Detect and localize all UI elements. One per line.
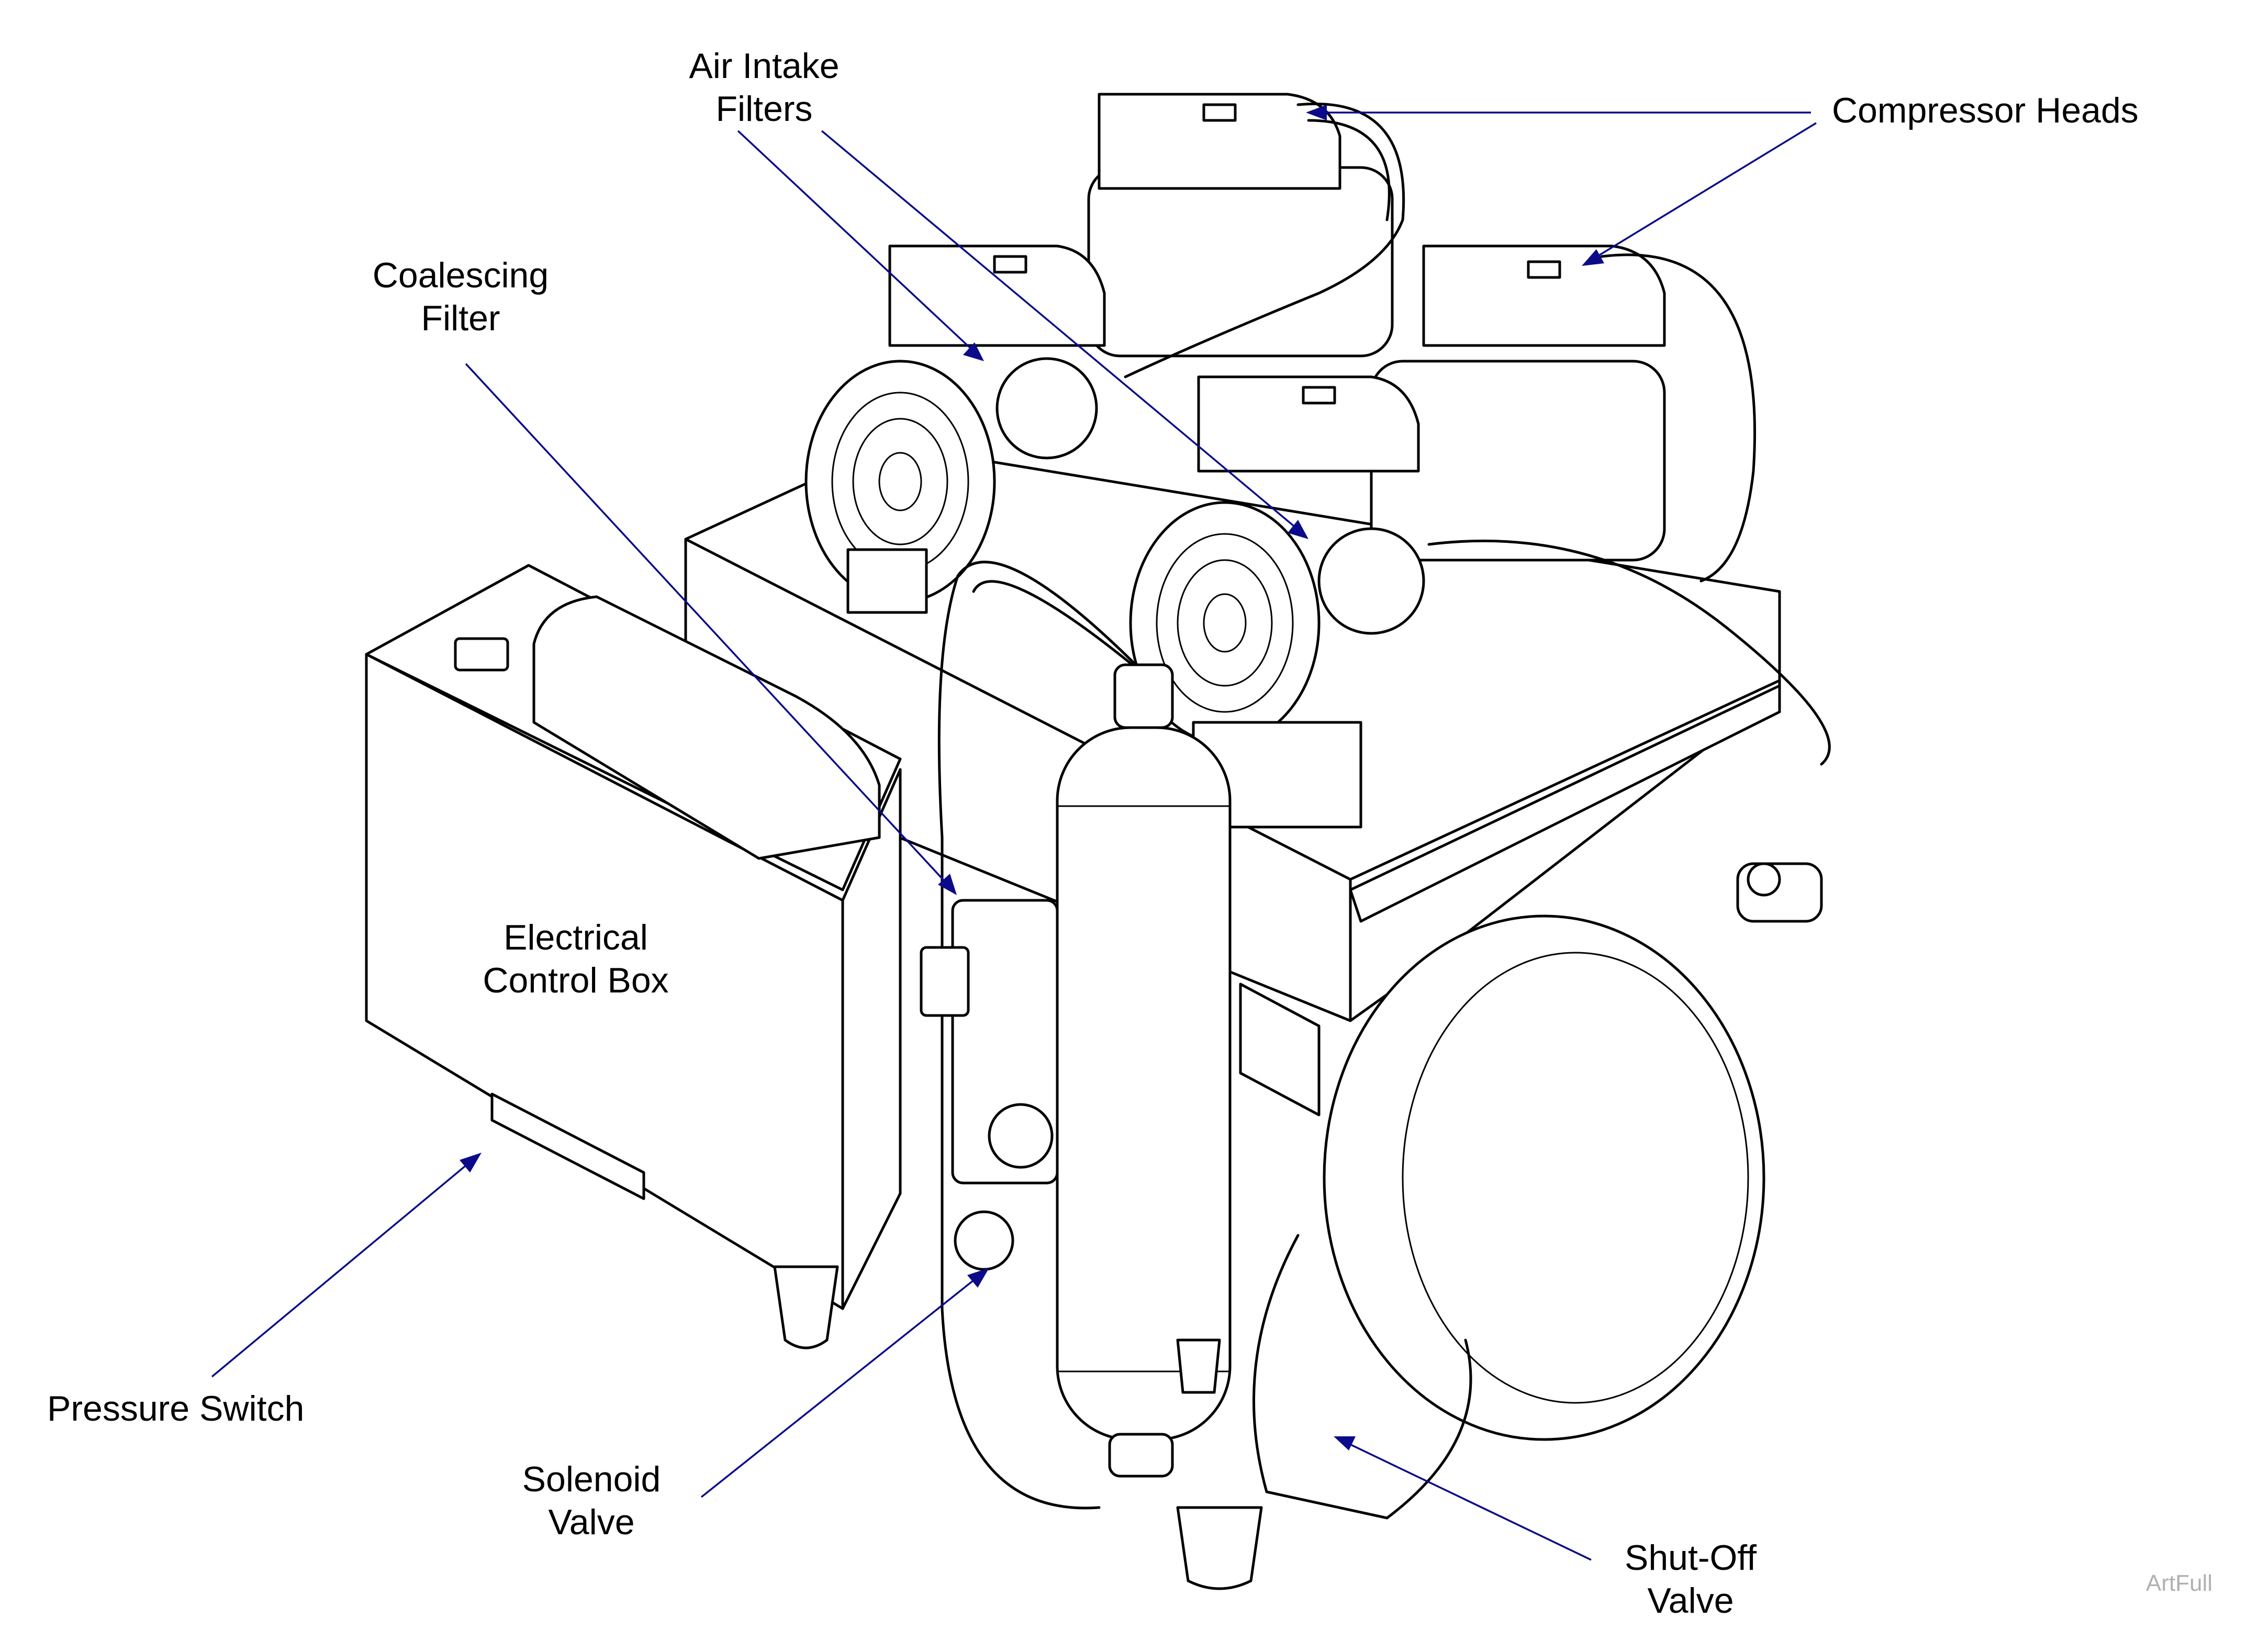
label-electrical-control-box-line2: Control Box	[483, 961, 669, 1000]
label-solenoid-valve: Solenoid Valve	[502, 1458, 680, 1544]
mount-bracket	[1239, 983, 1321, 1117]
label-coalescing-filter: Coalescing Filter	[351, 254, 571, 340]
label-pressure-switch-text: Pressure Switch	[47, 1389, 305, 1428]
label-compressor-heads-text: Compressor Heads	[1832, 91, 2139, 130]
label-electrical-control-box-line1: Electrical	[504, 918, 648, 957]
label-pressure-switch: Pressure Switch	[47, 1387, 340, 1430]
hoses	[937, 103, 1831, 1510]
label-coalescing-filter-line2: Filter	[421, 298, 500, 338]
label-shutoff-valve: Shut-Off Valve	[1602, 1536, 1780, 1622]
label-solenoid-valve-line1: Solenoid	[522, 1459, 661, 1499]
label-air-intake-filters-line2: Filters	[715, 89, 813, 129]
watermark: ArtFull	[2146, 1570, 2213, 1596]
canister	[1056, 663, 1232, 1478]
coalescing-filter-assembly	[920, 899, 1059, 1271]
label-coalescing-filter-line1: Coalescing	[372, 255, 549, 295]
receiver-tank	[1252, 862, 1823, 1520]
label-solenoid-valve-line2: Valve	[548, 1502, 635, 1542]
label-air-intake-filters: Air Intake Filters	[675, 44, 853, 130]
leader-lines	[211, 105, 1817, 1561]
label-electrical-control-box: Electrical Control Box	[461, 916, 691, 1002]
electrical-control-box	[365, 564, 902, 1310]
label-compressor-heads: Compressor Heads	[1832, 89, 2167, 132]
label-shutoff-valve-line1: Shut-Off	[1625, 1538, 1757, 1578]
label-air-intake-filters-line1: Air Intake	[689, 46, 840, 86]
feet	[773, 1265, 1263, 1590]
label-shutoff-valve-line2: Valve	[1647, 1581, 1734, 1621]
